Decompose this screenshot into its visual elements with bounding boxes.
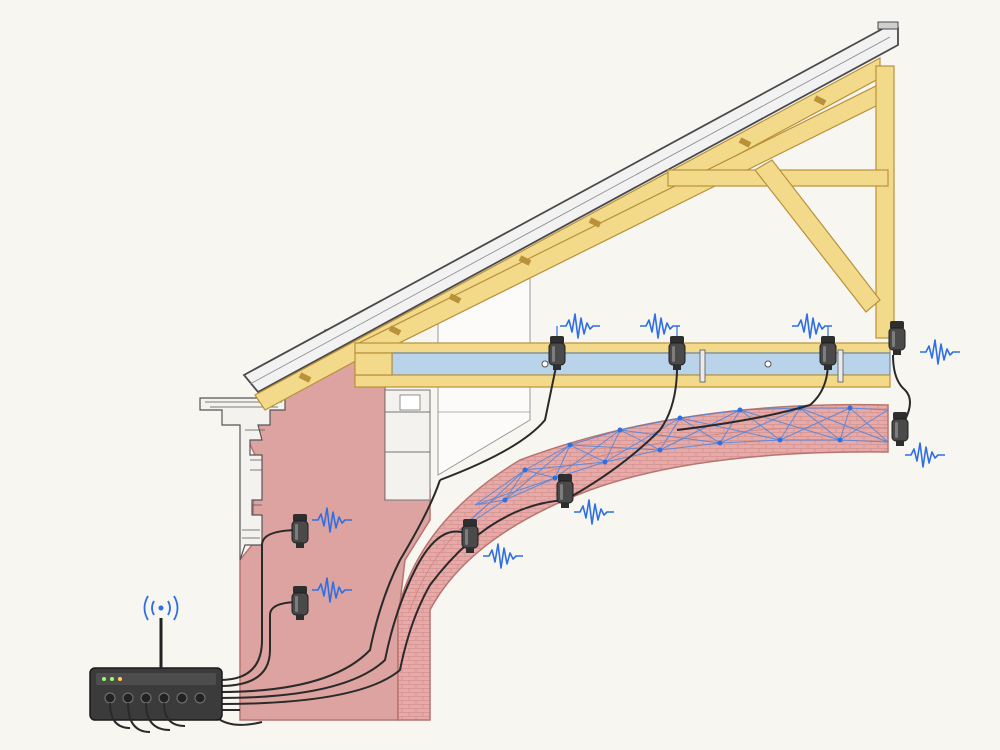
brick-vault bbox=[397, 403, 889, 721]
stone-cornice bbox=[199, 397, 286, 561]
sensor-cables bbox=[214, 354, 911, 726]
roof-covering bbox=[242, 21, 899, 394]
data-logger-icon[interactable] bbox=[89, 667, 223, 733]
timber-truss bbox=[667, 65, 895, 339]
vibration-signal-icon bbox=[311, 313, 961, 603]
stone-blocks bbox=[384, 389, 431, 501]
wireless-antenna-icon bbox=[143, 595, 179, 668]
floor-beams bbox=[354, 342, 891, 388]
